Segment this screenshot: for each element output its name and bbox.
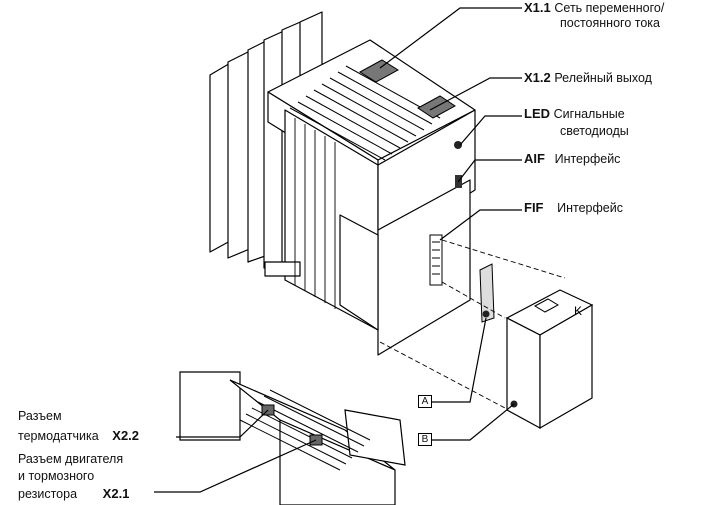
plug-stick <box>479 263 495 323</box>
leader-lines <box>154 7 522 493</box>
marker-b: B <box>418 433 432 446</box>
callout-x22-line1: Разъем <box>18 409 62 423</box>
callout-x11-line2: постоянного тока <box>560 16 660 30</box>
marker-a: A <box>418 395 432 408</box>
insertion-guides <box>379 239 566 409</box>
housing-lower-left <box>339 214 379 331</box>
fif-port <box>429 234 443 286</box>
callout-x22: термодатчика X2.2 <box>18 428 140 443</box>
connector-x11 <box>359 59 399 83</box>
callout-x12: X1.2 Релейный выход <box>524 70 652 85</box>
callout-fif: FIF Интерфейс <box>524 200 623 215</box>
base-foot <box>264 261 301 277</box>
top-ribs <box>289 65 441 161</box>
callout-led: LED Сигнальные <box>524 106 625 121</box>
callout-x11: X1.1 Сеть переменного/ <box>524 0 665 15</box>
callout-led-line2: светодиоды <box>560 124 629 138</box>
callout-x21-line2: и тормозного <box>18 469 95 483</box>
module-letter: K <box>574 304 582 318</box>
led-indicator <box>454 141 462 149</box>
side-ribs <box>294 118 336 309</box>
callout-x21-line1: Разъем двигателя <box>18 452 124 466</box>
bottom-view <box>179 371 406 505</box>
bottom-terminals <box>239 389 371 471</box>
callout-aif: AIF Интерфейс <box>524 151 621 166</box>
callout-x21: резистора X2.1 <box>18 486 130 501</box>
